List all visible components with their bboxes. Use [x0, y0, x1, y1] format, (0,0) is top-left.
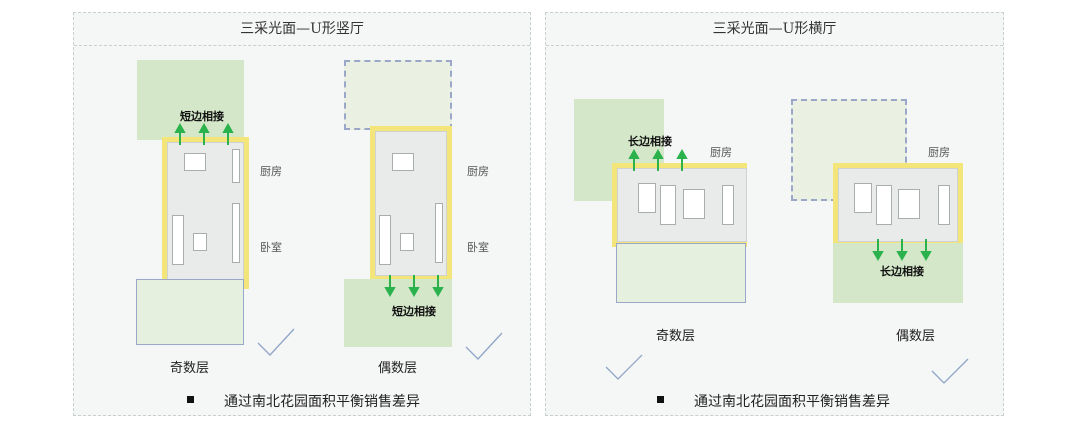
check-mark-icon [257, 328, 295, 356]
floor-label: 偶数层 [378, 361, 418, 376]
kitchen-label: 厨房 [467, 165, 489, 178]
tv-cabinet [435, 203, 443, 263]
bullet-icon [187, 396, 194, 403]
bedroom-label: 卧室 [467, 241, 489, 254]
callout-label: 短边相接 [392, 305, 436, 318]
kitchen-label: 厨房 [928, 146, 950, 159]
check-mark-icon [465, 332, 503, 360]
kitchen-label: 厨房 [260, 165, 282, 178]
north-garden [344, 60, 452, 130]
footer-text: 通过南北花园面积平衡销售差异 [694, 394, 890, 410]
sofa [660, 185, 676, 225]
vertical-hall-panel: 三采光面—U形竖厅 短边相接 厨房 卧室 奇数层 短边相接 厨房 卧室 偶数层 [73, 12, 531, 416]
cabinet [938, 185, 950, 225]
south-garden [136, 279, 244, 345]
arrows-up [174, 122, 234, 145]
coffee-table [193, 233, 207, 251]
arrows-down [384, 275, 444, 298]
dining-table [184, 153, 206, 171]
footer-note: 通过南北花园面积平衡销售差异 [546, 391, 1003, 410]
coffee-table [898, 189, 920, 219]
horizontal-hall-panel: 三采光面—U形横厅 长边相接 厨房 奇数层 长边相接 厨房 偶数层 [545, 12, 1004, 416]
floor-label: 奇数层 [656, 329, 696, 344]
callout-label: 长边相接 [880, 265, 924, 278]
dining-table [638, 183, 656, 213]
floor-label: 偶数层 [896, 329, 936, 344]
cabinet [232, 149, 240, 183]
footer-text: 通过南北花园面积平衡销售差异 [224, 394, 420, 410]
south-garden [344, 279, 452, 347]
tv-cabinet [232, 203, 240, 263]
footer-note: 通过南北花园面积平衡销售差异 [74, 391, 530, 410]
arrows-up [628, 148, 688, 171]
coffee-table [683, 189, 705, 219]
panel-title: 三采光面—U形竖厅 [74, 13, 530, 46]
sofa [172, 215, 184, 265]
sofa [876, 185, 892, 225]
check-mark-icon [931, 358, 969, 384]
south-garden [616, 243, 746, 303]
cabinet [722, 185, 734, 225]
dining-table [392, 153, 414, 171]
coffee-table [400, 233, 414, 251]
callout-label: 短边相接 [180, 110, 224, 123]
panel-title: 三采光面—U形横厅 [546, 13, 1003, 46]
kitchen-label: 厨房 [710, 146, 732, 159]
arrows-down [872, 239, 932, 262]
floor-label: 奇数层 [170, 361, 210, 376]
dining-table [854, 183, 872, 213]
sofa [379, 215, 391, 265]
bedroom-label: 卧室 [260, 241, 282, 254]
callout-label: 长边相接 [628, 135, 672, 148]
bullet-icon [657, 396, 664, 403]
check-mark-icon [605, 354, 643, 380]
